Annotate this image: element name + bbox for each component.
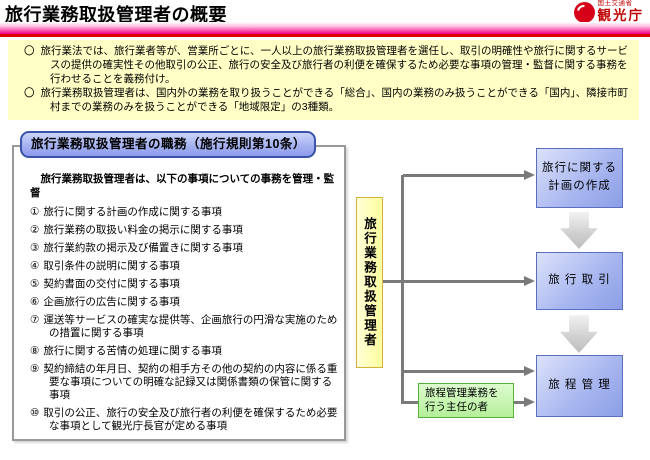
flow-box-transaction: 旅 行 取 引 [536, 252, 623, 310]
agency-logo: 国土交通省 観光庁 [573, 0, 645, 23]
arrowhead-itinerary-icon [524, 366, 535, 376]
duties-panel-heading: 旅行業務取扱管理者の職務（施行規則第10条） [20, 131, 316, 158]
summary-bullet: 〇旅行業務取扱管理者は、国内外の業務を取り扱うことができる「総合」、国内の業務の… [24, 86, 629, 114]
bullet-text: 旅行業務取扱管理者は、国内外の業務を取り扱うことができる「総合」、国内の業務のみ… [40, 87, 629, 113]
connector-transaction-line [383, 280, 524, 283]
duty-number: ② [30, 224, 40, 236]
bullet-marker: 〇 [24, 87, 35, 99]
duty-text: 旅行業務の取扱い料金の掲示に関する事項 [43, 224, 243, 236]
page-title: 旅行業務取扱管理者の概要 [5, 5, 227, 25]
connector-itinerary-line [403, 370, 524, 373]
connector-chief-to-itinerary-line [513, 401, 524, 404]
duty-text: 契約書面の交付に関する事項 [43, 278, 180, 290]
duty-text: 運送等サービスの確実な提供等、企画旅行の円滑な実施のための措置に関する事項 [43, 314, 338, 339]
logo-swirl-icon [573, 2, 593, 21]
flow-box-transaction-label: 旅 行 取 引 [548, 274, 611, 287]
duty-number: ⑩ [30, 407, 40, 419]
duty-number: ⑥ [30, 296, 40, 308]
manager-box-label: 旅行業務取扱管理者 [362, 217, 376, 348]
summary-bullet: 〇旅行業法では、旅行業者等が、営業所ごとに、一人以上の旅行業務取扱管理者を選任し… [24, 44, 629, 86]
title-divider-redline [0, 34, 650, 37]
duty-number: ⑦ [30, 314, 40, 326]
duty-text: 契約締結の年月日、契約の相手方その他の契約の内容に係る重要な事項についての明確な… [43, 363, 338, 401]
connector-trunk [401, 175, 404, 404]
flow-box-itinerary: 旅 程 管 理 [536, 355, 623, 417]
duty-text: 旅行業約款の掲示及び備置きに関する事項 [43, 242, 243, 254]
flow-box-itinerary-label: 旅 程 管 理 [548, 379, 611, 392]
connector-chief-line [403, 401, 418, 404]
chief-box: 旅程管理業務を 行う主任の者 [418, 383, 514, 418]
duty-text: 企画旅行の広告に関する事項 [43, 296, 180, 308]
duty-text: 取引条件の説明に関する事項 [43, 260, 180, 272]
logo-agency-label: 観光庁 [597, 7, 644, 23]
duty-number: ⑧ [30, 345, 40, 357]
arrowhead-chief-icon [524, 397, 535, 407]
arrowhead-plan-icon [524, 170, 535, 180]
duty-text: 旅行に関する苦情の処理に関する事項 [43, 345, 222, 357]
logo-text: 国土交通省 観光庁 [597, 0, 645, 23]
duty-number: ① [30, 206, 40, 218]
arrowhead-transaction-icon [524, 276, 535, 286]
tourism-agency-logo-icon [573, 2, 595, 23]
manager-box: 旅行業務取扱管理者 [356, 197, 383, 368]
duty-text: 取引の公正、旅行の安全及び旅行者の利便を確保するため必要な事項として観光庁長官が… [43, 407, 338, 432]
bullet-text: 旅行業法では、旅行業者等が、営業所ごとに、一人以上の旅行業務取扱管理者を選任し、… [40, 45, 628, 85]
duty-text: 旅行に関する計画の作成に関する事項 [43, 206, 222, 218]
summary-box: 〇旅行業法では、旅行業者等が、営業所ごとに、一人以上の旅行業務取扱管理者を選任し… [8, 40, 639, 120]
connector-plan-line [403, 174, 524, 177]
duty-number: ⑨ [30, 363, 40, 375]
duties-intro: 旅行業務取扱管理者は、以下の事項についての事務を管理・監督 [30, 173, 335, 199]
duty-number: ③ [30, 242, 40, 254]
duty-number: ⑤ [30, 278, 40, 290]
flow-box-plan: 旅行に関する 計画の作成 [536, 148, 623, 208]
duty-number: ④ [30, 260, 40, 272]
title-divider-gradient [0, 22, 650, 34]
down-arrow-icon [560, 315, 598, 353]
down-arrow-icon [560, 212, 598, 249]
flow-box-plan-label: 旅行に関する 計画の作成 [542, 162, 617, 192]
bullet-marker: 〇 [24, 45, 35, 57]
logo-ministry-label: 国土交通省 [597, 0, 633, 7]
